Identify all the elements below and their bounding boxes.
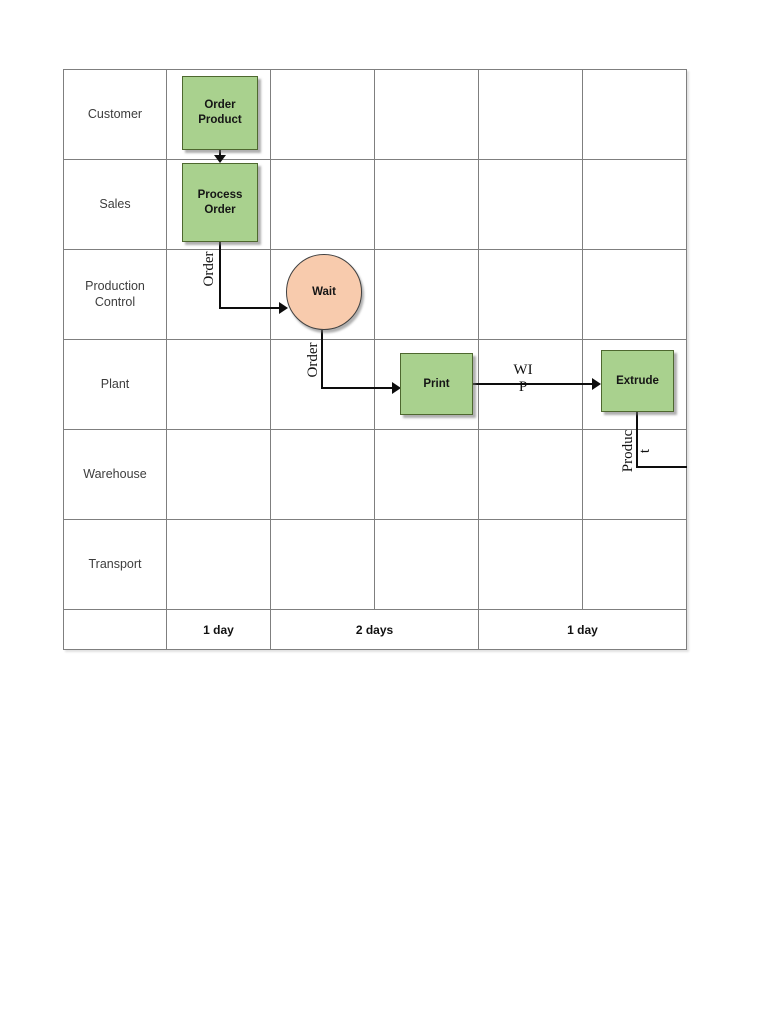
- lane-cell: [166, 249, 271, 340]
- flowchart-node-process-order: Process Order: [182, 163, 258, 242]
- time-cell-1day-b: 1 day: [478, 609, 687, 650]
- flowchart-node-extrude: Extrude: [601, 350, 674, 412]
- lane-cell: [270, 519, 375, 610]
- lane-cell: [166, 339, 271, 430]
- lane-label-plant: Plant: [63, 339, 167, 430]
- lane-label-transport: Transport: [63, 519, 167, 610]
- lane-cell: [582, 159, 687, 250]
- connector-processorder-wait-horizontal: [219, 307, 279, 309]
- lane-row-sales: Sales: [63, 159, 687, 250]
- time-cell-2days: 2 days: [270, 609, 479, 650]
- lane-cell: [374, 159, 479, 250]
- edge-label-product: Product: [620, 429, 653, 473]
- time-cell-1day-a: 1 day: [166, 609, 271, 650]
- lane-row-warehouse: Warehouse: [63, 429, 687, 520]
- flowchart-node-wait: Wait: [286, 254, 362, 330]
- time-row: 1 day 2 days 1 day: [63, 609, 687, 650]
- edge-label-order-1: Order: [201, 251, 217, 287]
- lane-cell: [582, 519, 687, 610]
- arrowhead-right-icon: [592, 378, 601, 390]
- lane-cell: [166, 519, 271, 610]
- lane-row-customer: Customer: [63, 69, 687, 160]
- lane-row-transport: Transport: [63, 519, 687, 610]
- arrowhead-right-icon: [392, 382, 401, 394]
- lane-cell: [478, 519, 583, 610]
- lane-cell: [478, 249, 583, 340]
- lane-cell: [478, 69, 583, 160]
- connector-print-extrude: [473, 383, 592, 385]
- connector-wait-print-horizontal: [321, 387, 392, 389]
- lane-cell: [374, 429, 479, 520]
- lane-label-customer: Customer: [63, 69, 167, 160]
- connector-extrude-out-horizontal: [636, 466, 687, 468]
- node-label: Process Order: [197, 188, 243, 216]
- lane-cell: [270, 429, 375, 520]
- lane-cell: [270, 159, 375, 250]
- node-label: Wait: [312, 285, 336, 298]
- lane-label-warehouse: Warehouse: [63, 429, 167, 520]
- arrowhead-right-icon: [279, 302, 288, 314]
- swimlane-table: Customer Sales Production Control Plant: [63, 69, 687, 650]
- lane-cell: [478, 159, 583, 250]
- edge-label-wip: WIP: [513, 362, 533, 395]
- lane-cell: [166, 429, 271, 520]
- node-label: Extrude: [616, 374, 659, 387]
- time-label-cell-empty: [63, 609, 167, 650]
- lane-cell: [582, 249, 687, 340]
- lane-label-production-control: Production Control: [63, 249, 167, 340]
- edge-label-order-2: Order: [305, 342, 321, 378]
- connector-extrude-out-vertical: [636, 412, 638, 468]
- lane-cell: [478, 429, 583, 520]
- connector-orderproduct-processorder: [219, 150, 221, 157]
- lane-cell: [374, 249, 479, 340]
- node-label: Order Product: [198, 99, 242, 126]
- lane-cell: [374, 69, 479, 160]
- flowchart-node-print: Print: [400, 353, 473, 415]
- connector-processorder-wait-vertical: [219, 242, 221, 309]
- lane-cell: [374, 519, 479, 610]
- flowchart-node-order-product: Order Product: [182, 76, 258, 150]
- lane-row-production-control: Production Control: [63, 249, 687, 340]
- lane-cell: [582, 69, 687, 160]
- node-label: Print: [423, 377, 450, 390]
- lane-cell: [270, 69, 375, 160]
- arrowhead-down-icon: [214, 155, 226, 163]
- connector-wait-print-vertical: [321, 330, 323, 389]
- lane-label-sales: Sales: [63, 159, 167, 250]
